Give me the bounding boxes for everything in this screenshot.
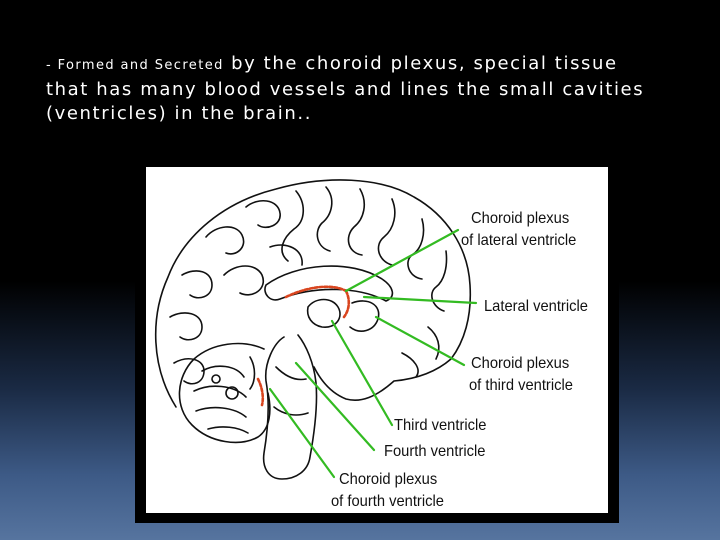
text-main: by the choroid plexus, special tissue th… (46, 53, 645, 124)
pointer-choroid-third (374, 315, 466, 367)
label-choroid-plexus-lateral-line2: of lateral ventricle (461, 232, 577, 249)
choroid-plexus-fourth (256, 377, 265, 407)
brain-diagram-frame: Choroid plexus of lateral ventricle Late… (135, 162, 619, 523)
label-choroid-plexus-fourth-line1: Choroid plexus (339, 471, 438, 488)
brainstem-outline (262, 334, 318, 480)
brain-diagram: Choroid plexus of lateral ventricle Late… (146, 167, 608, 513)
pointer-third-ventricle (330, 319, 394, 427)
corpus-callosum (264, 265, 394, 302)
label-choroid-plexus-lateral-line1: Choroid plexus (471, 210, 570, 227)
label-third-ventricle: Third ventricle (394, 417, 487, 434)
pointer-lateral-ventricle (362, 295, 478, 305)
cerebellum-outline (178, 342, 271, 444)
label-choroid-plexus-fourth-line2: of fourth ventricle (331, 493, 444, 510)
text-lead-in: - Formed and Secreted (46, 58, 224, 73)
pointer-fourth-ventricle (294, 361, 376, 452)
brain-illustration (154, 179, 478, 480)
slide-body-text: - Formed and Secreted by the choroid ple… (46, 52, 646, 126)
label-choroid-plexus-third-line1: Choroid plexus (471, 355, 570, 372)
choroid-plexus-third (342, 289, 351, 319)
pointer-choroid-lateral (344, 228, 460, 293)
pointer-choroid-fourth (268, 387, 336, 479)
label-lateral-ventricle: Lateral ventricle (484, 298, 588, 315)
label-fourth-ventricle: Fourth ventricle (384, 443, 486, 460)
label-choroid-plexus-third-line2: of third ventricle (469, 377, 573, 394)
cerebrum-outline (154, 179, 472, 408)
choroid-plexus-lateral (284, 285, 348, 299)
